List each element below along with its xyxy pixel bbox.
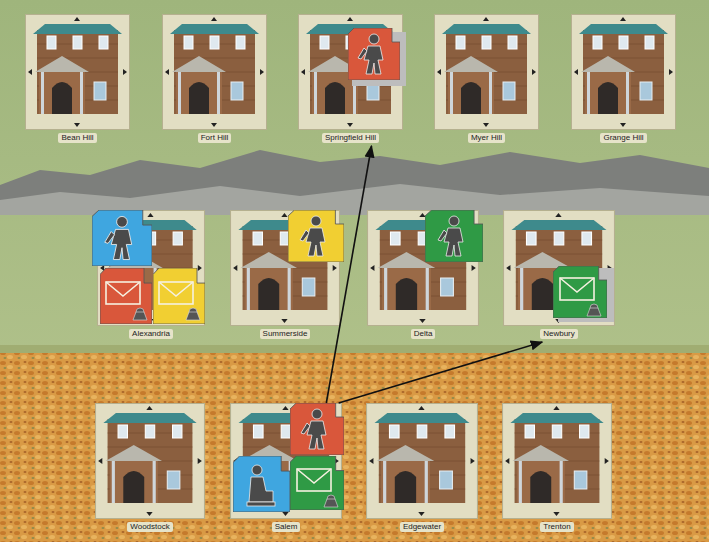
town-space: Summerside [230,210,340,342]
house-picture [367,404,478,519]
town-space: Delta [367,210,479,342]
town-name: Trenton [540,522,573,532]
courier-piece [425,210,483,262]
town-name: Bean Hill [58,133,96,143]
house-picture [26,15,130,130]
courier-piece [290,403,344,455]
house-picture [299,15,403,130]
town-name: Woodstock [127,522,172,532]
town-space: Salem [230,403,342,535]
letter-piece [153,268,205,324]
letter-figure [297,469,338,507]
letter-piece [290,456,344,510]
town-name: Fort Hill [198,133,232,143]
courier-figure [247,465,275,506]
town-space: Fort Hill [162,14,267,146]
town-space: Alexandria [97,210,205,342]
town-name: Springfield Hill [322,133,379,143]
letter-piece [553,266,607,318]
house-picture [435,15,539,130]
courier-piece [92,210,152,266]
house-picture [96,404,205,519]
letter-figure [106,282,147,320]
town-space: Woodstock [95,403,205,535]
town-space: Bean Hill [25,14,130,146]
house-picture [503,404,612,519]
courier-piece [233,456,290,512]
town-space: Trenton [502,403,612,535]
courier-figure [301,409,326,449]
town-name: Edgewater [400,522,444,532]
town-name: Grange Hill [600,133,646,143]
letter-piece [100,268,152,324]
courier-piece [348,28,400,80]
autumn-field [0,350,709,542]
house-picture [504,211,615,326]
courier-figure [438,216,463,256]
town-name: Delta [411,329,436,339]
town-name: Summerside [260,329,311,339]
town-space: Newbury [503,210,615,342]
town-name: Newbury [540,329,578,339]
town-space: Springfield Hill [298,14,403,146]
courier-figure [358,34,383,74]
move-arrow [339,342,543,403]
town-name: Myer Hill [468,133,505,143]
letter-figure [560,278,601,316]
town-space: Edgewater [366,403,478,535]
move-arrow [326,146,371,403]
town-name: Salem [272,522,301,532]
town-space: Myer Hill [434,14,539,146]
house-picture [163,15,267,130]
courier-figure [300,216,325,256]
letter-figure [159,282,200,320]
house-picture [572,15,676,130]
courier-piece [288,210,344,262]
town-name: Alexandria [129,329,173,339]
field-edge [0,345,709,353]
town-space: Grange Hill [571,14,676,146]
courier-figure [105,216,132,259]
